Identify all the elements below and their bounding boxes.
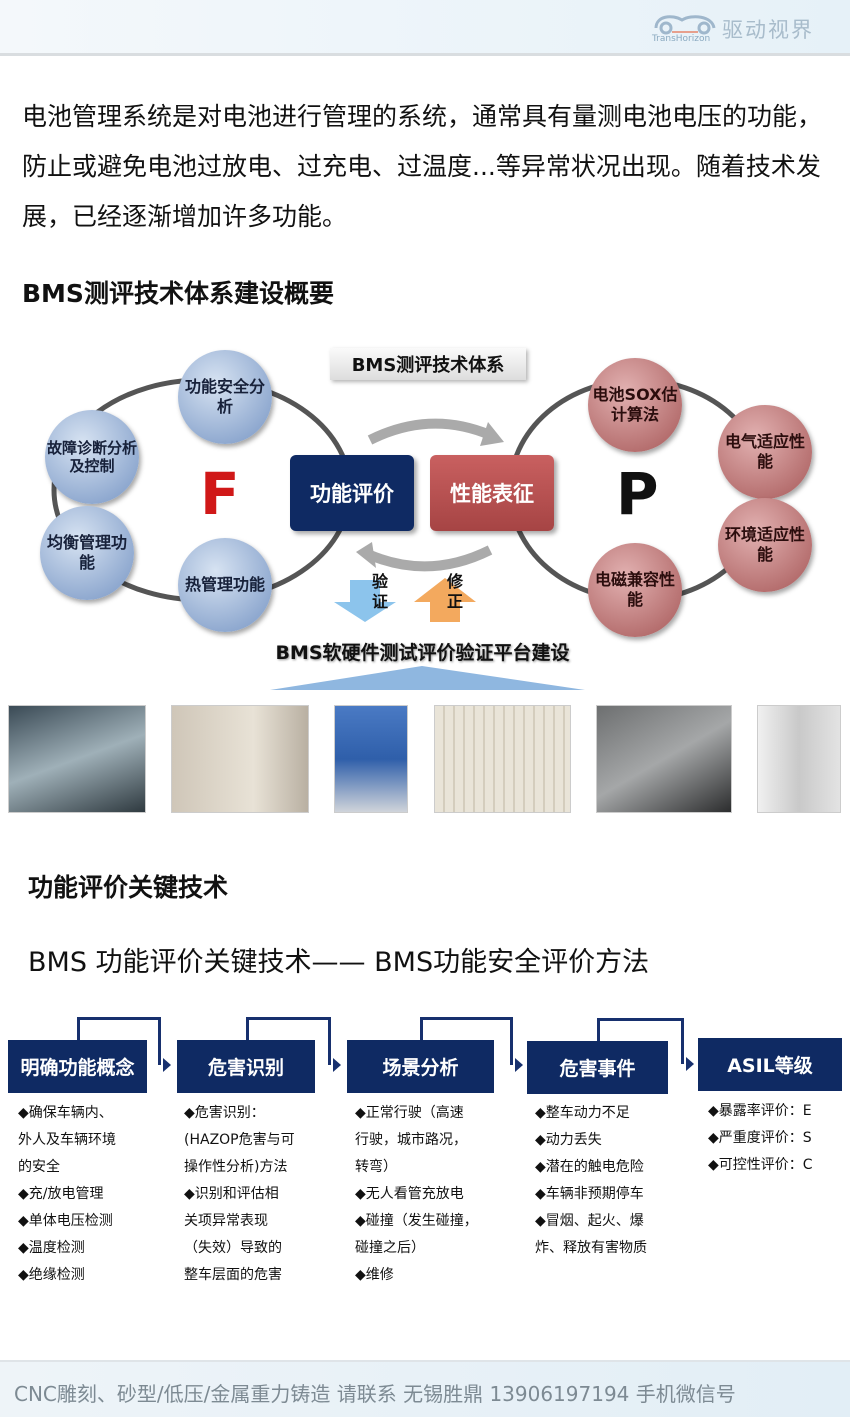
page-header: TransHorizon 驱动视界 bbox=[0, 0, 850, 56]
list-item: ◆识别和评估相 bbox=[184, 1186, 279, 1202]
flow-step-hazard-identification: 危害识别 bbox=[177, 1040, 315, 1093]
list-item: 转弯） bbox=[355, 1159, 397, 1175]
list-item: ◆维修 bbox=[355, 1267, 394, 1283]
list-item: 关项异常表现 bbox=[184, 1213, 268, 1229]
logo-car-icon bbox=[654, 15, 716, 35]
f-letter: F bbox=[200, 460, 240, 528]
section-subtitle: BMS 功能评价关键技术—— BMS功能安全评价方法 bbox=[28, 947, 650, 978]
logo-chinese: 驱动视界 bbox=[722, 18, 814, 42]
list-item: ◆无人看管充放电 bbox=[355, 1186, 464, 1202]
f-item: 功能安全分析 bbox=[178, 350, 272, 444]
platform-label: BMS软硬件测试评价验证平台建设 bbox=[275, 642, 570, 664]
p-item: 电磁兼容性能 bbox=[588, 543, 682, 637]
list-item: ◆绝缘检测 bbox=[18, 1267, 85, 1283]
p-letter: P bbox=[616, 460, 659, 528]
list-item: 的安全 bbox=[18, 1159, 60, 1175]
f-item: 故障诊断分析及控制 bbox=[45, 410, 139, 504]
list-item: ◆正常行驶（高速 bbox=[355, 1105, 464, 1121]
list-item: 炸、释放有害物质 bbox=[535, 1240, 647, 1256]
list-item: ◆危害识别： bbox=[184, 1105, 265, 1121]
verify-label: 验证 bbox=[372, 572, 389, 611]
flow-list-function-concept: ◆确保车辆内、外人及车辆环境的安全 ◆充/放电管理 ◆单体电压检测 ◆温度检测 ◆绝缘检… bbox=[18, 1100, 116, 1289]
list-item: ◆动力丢失 bbox=[535, 1132, 602, 1148]
flow-step-scenario-analysis: 场景分析 bbox=[347, 1040, 494, 1093]
list-item: ◆车辆非预期停车 bbox=[535, 1186, 644, 1202]
flow-step-hazard-event: 危害事件 bbox=[527, 1041, 668, 1094]
lab-photo-test-cabinet bbox=[334, 705, 408, 813]
correct-label: 修正 bbox=[447, 572, 464, 611]
functional-evaluation-box: 功能评价 bbox=[290, 455, 414, 531]
flow-list-asil-level: ◆暴露率评价：E ◆严重度评价：S ◆可控性评价：C bbox=[708, 1098, 813, 1179]
lab-photo-equipment-rack bbox=[757, 705, 841, 813]
page-footer bbox=[0, 1360, 850, 1417]
p-item: 环境适应性能 bbox=[718, 498, 812, 592]
flow-list-hazard-identification: ◆危害识别： (HAZOP危害与可操作性分析)方法 ◆识别和评估相关项异常表现 （失效… bbox=[184, 1100, 295, 1289]
flow-step-function-concept: 明确功能概念 bbox=[8, 1040, 147, 1093]
p-item: 电池SOX估计算法 bbox=[588, 358, 682, 452]
list-item: (HAZOP危害与可 bbox=[184, 1132, 295, 1148]
intro-paragraph: 电池管理系统是对电池进行管理的系统，通常具有量测电池电压的功能，防止或避免电池过… bbox=[22, 102, 823, 231]
list-item: 碰撞之后） bbox=[355, 1240, 425, 1256]
list-item: （失效）导致的 bbox=[184, 1240, 282, 1256]
list-item: ◆严重度评价：S bbox=[708, 1130, 812, 1146]
lab-photo-climate-chambers bbox=[171, 705, 309, 813]
lab-photo-office bbox=[8, 705, 146, 813]
list-item: 操作性分析)方法 bbox=[184, 1159, 288, 1175]
f-item: 热管理功能 bbox=[178, 538, 272, 632]
list-item: ◆温度检测 bbox=[18, 1240, 85, 1256]
list-item: 整车层面的危害 bbox=[184, 1267, 282, 1283]
f-item: 均衡管理功能 bbox=[40, 506, 134, 600]
bms-evaluation-diagram: BMS测评技术体系 功能安全分析 故障诊断分析及控制 均衡管理功能 热管理功能 … bbox=[10, 340, 850, 695]
flow-list-scenario-analysis: ◆正常行驶（高速行驶，城市路况， 转弯） ◆无人看管充放电 ◆碰撞（发生碰撞， 碰撞之后… bbox=[355, 1100, 478, 1289]
list-item: ◆冒烟、起火、爆 bbox=[535, 1213, 644, 1229]
list-item: 外人及车辆环境 bbox=[18, 1132, 116, 1148]
p-item: 电气适应性能 bbox=[718, 405, 812, 499]
flow-list-hazard-event: ◆整车动力不足 ◆动力丢失 ◆潜在的触电危险 ◆车辆非预期停车 ◆冒烟、起火、爆炸、释放… bbox=[535, 1100, 647, 1262]
performance-characterization-box: 性能表征 bbox=[430, 455, 554, 531]
list-item: ◆确保车辆内、 bbox=[18, 1105, 113, 1121]
list-item: ◆单体电压检测 bbox=[18, 1213, 113, 1229]
list-item: ◆碰撞（发生碰撞， bbox=[355, 1213, 478, 1229]
lab-photo-emc-chamber bbox=[434, 705, 571, 813]
footer-contact-text: CNC雕刻、砂型/低压/金属重力铸造 请联系 无锡胜鼎 13906197194 … bbox=[14, 1382, 736, 1406]
list-item: 行驶，城市路况， bbox=[355, 1132, 467, 1148]
flow-step-asil-level: ASIL等级 bbox=[698, 1038, 842, 1091]
list-item: ◆可控性评价：C bbox=[708, 1157, 813, 1173]
diagram-title: BMS测评技术体系 bbox=[330, 348, 526, 380]
section-title-overview: BMS测评技术体系建设概要 bbox=[22, 279, 334, 308]
list-item: ◆整车动力不足 bbox=[535, 1105, 630, 1121]
list-item: ◆暴露率评价：E bbox=[708, 1103, 812, 1119]
lab-photo-vibration-table bbox=[596, 705, 732, 813]
list-item: ◆充/放电管理 bbox=[18, 1186, 104, 1202]
logo-english: TransHorizon bbox=[652, 34, 711, 44]
section-title-key-tech: 功能评价关键技术 bbox=[28, 873, 229, 902]
list-item: ◆潜在的触电危险 bbox=[535, 1159, 644, 1175]
